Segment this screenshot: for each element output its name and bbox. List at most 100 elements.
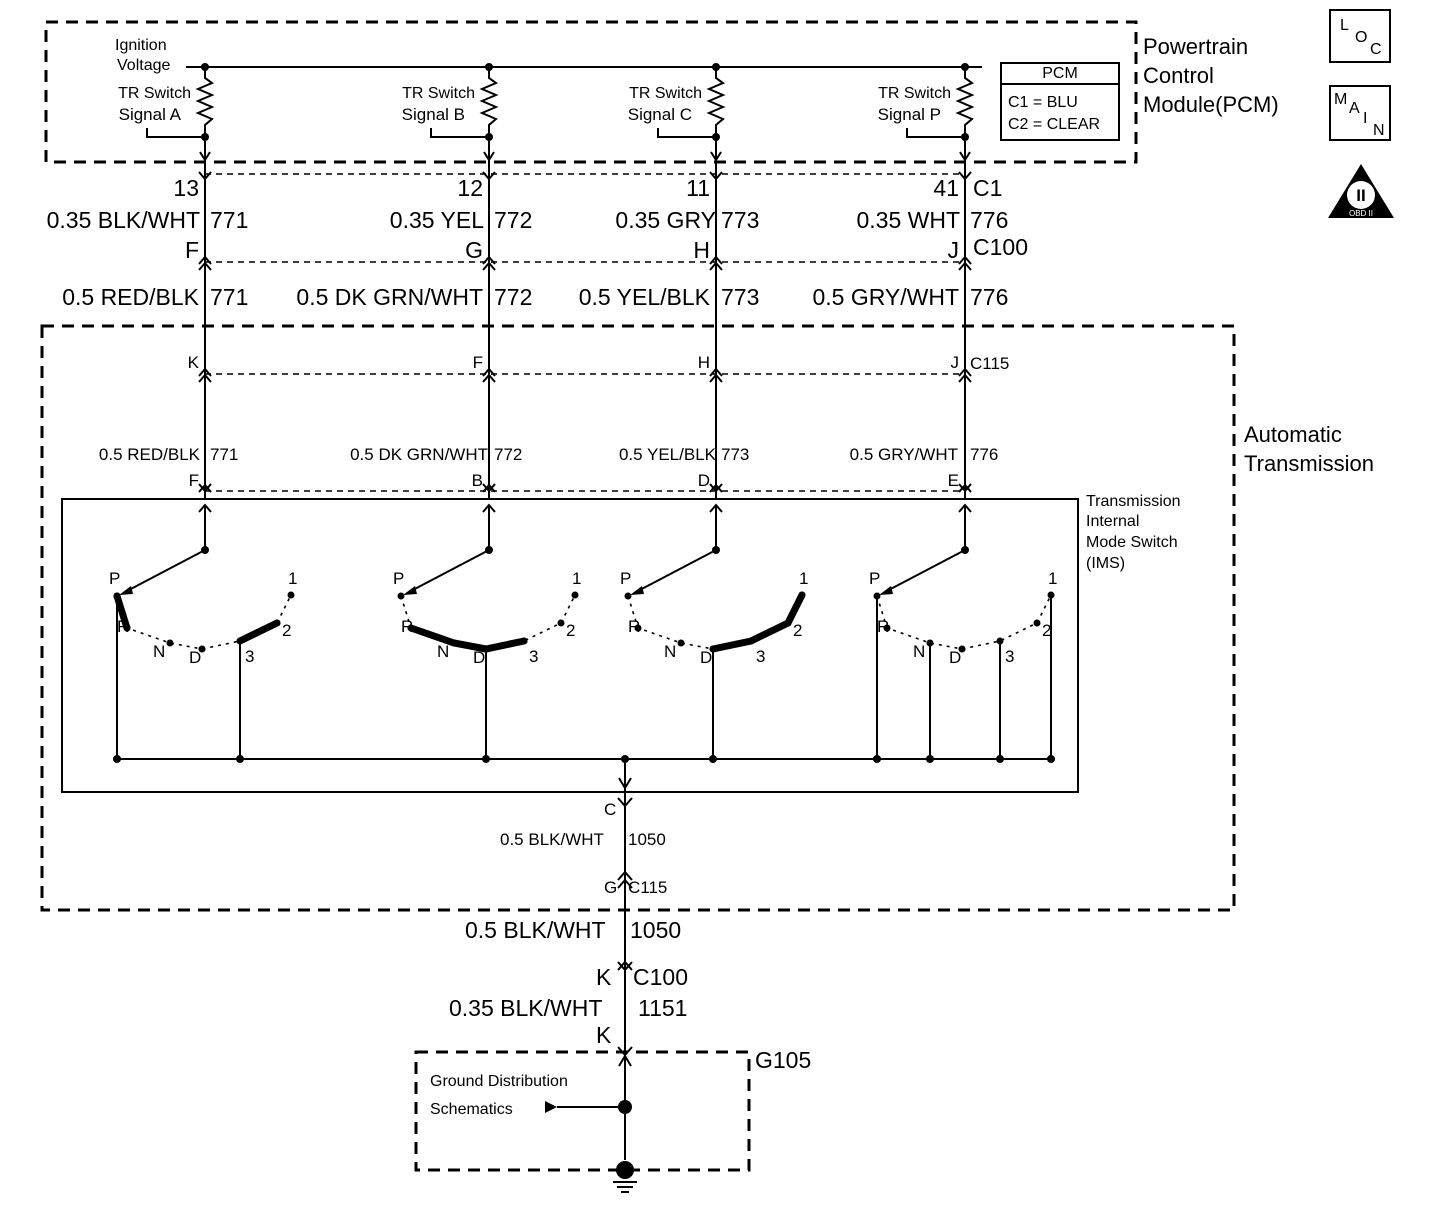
c100-pin: F xyxy=(185,237,199,263)
contact-N xyxy=(166,639,174,647)
ims-wire-color: 0.5 RED/BLK xyxy=(99,445,201,464)
trans-circuit-number: 772 xyxy=(494,284,532,310)
ground-dist-arrow-icon xyxy=(545,1101,557,1113)
splice-dot xyxy=(618,1100,632,1114)
position-label-D: D xyxy=(189,648,201,667)
ignition-label-2: Voltage xyxy=(117,57,170,74)
pcm-circuit-number: 772 xyxy=(494,207,532,233)
resistor xyxy=(955,67,975,137)
contact-R xyxy=(883,624,891,632)
pcm-legend-box xyxy=(1000,62,1120,141)
pcm-pin: 41 xyxy=(933,175,959,201)
svg-text:OBD II: OBD II xyxy=(1349,209,1373,218)
signal-label-line2: Signal B xyxy=(402,105,465,124)
ims-wire-color: 0.5 YEL/BLK xyxy=(619,445,717,464)
contact-3 xyxy=(520,637,528,645)
pcm-box xyxy=(44,20,1138,164)
contact-R xyxy=(123,624,131,632)
signal-label-line2: Signal A xyxy=(119,105,182,124)
ground-final-circuit: 1151 xyxy=(638,995,687,1021)
svg-text:I: I xyxy=(1363,110,1367,127)
position-label-2: 2 xyxy=(1042,621,1051,640)
svg-text:M: M xyxy=(1334,91,1347,108)
position-label-1: 1 xyxy=(288,569,297,588)
position-label-N: N xyxy=(437,642,449,661)
pcm-legend-c1: C1 = BLU xyxy=(1008,94,1078,111)
main-icon[interactable]: M A I N xyxy=(1329,85,1391,141)
contact-R xyxy=(634,624,642,632)
c115-pin: F xyxy=(473,353,483,372)
svg-text:II: II xyxy=(1356,186,1365,205)
pcm-circuit-number: 771 xyxy=(210,207,248,233)
obd-ii-icon[interactable]: II OBD II xyxy=(1328,164,1394,218)
c100-label: C100 xyxy=(973,234,1028,260)
resistor xyxy=(195,67,215,137)
svg-text:O: O xyxy=(1355,29,1367,46)
c100-pin: J xyxy=(948,237,960,263)
svg-text:N: N xyxy=(1373,122,1385,139)
contact-1 xyxy=(798,591,806,599)
c100-connector-outline xyxy=(205,173,965,263)
pcm-wire-color: 0.35 GRY xyxy=(615,207,716,233)
trans-wire-color: 0.5 YEL/BLK xyxy=(579,284,711,310)
c115-pin: J xyxy=(951,353,960,372)
contact-1 xyxy=(287,591,295,599)
ims-circuit-number: 773 xyxy=(721,445,749,464)
contact-2 xyxy=(557,619,565,627)
c100-pin: H xyxy=(693,237,710,263)
position-label-P: P xyxy=(393,569,404,588)
resistor xyxy=(706,67,726,137)
pcm-wire-color: 0.35 YEL xyxy=(390,207,484,233)
signal-label-line1: TR Switch xyxy=(118,85,191,102)
trans-wire-color: 0.5 GRY/WHT xyxy=(812,284,959,310)
ground-final-pin: K xyxy=(596,1022,612,1048)
trans-circuit-number: 773 xyxy=(721,284,759,310)
pcm-pin: 13 xyxy=(173,175,199,201)
position-label-P: P xyxy=(620,569,631,588)
c100-pin: G xyxy=(465,237,483,263)
position-label-3: 3 xyxy=(1005,647,1014,666)
g105-box xyxy=(414,1050,751,1172)
position-label-R: R xyxy=(401,617,413,636)
position-label-3: 3 xyxy=(245,647,254,666)
c115-pin: H xyxy=(698,353,710,372)
position-label-N: N xyxy=(664,642,676,661)
trans-circuit-number: 771 xyxy=(210,284,248,310)
ims-label-2: Internal xyxy=(1086,513,1139,530)
ims-circuit-number: 772 xyxy=(494,445,522,464)
ground-c100-pin: K xyxy=(596,964,612,990)
loc-icon[interactable]: L O C xyxy=(1329,9,1391,63)
ims-ground-arrow xyxy=(618,777,632,790)
pcm-legend-title: PCM xyxy=(1042,65,1078,82)
position-label-R: R xyxy=(628,617,640,636)
signal-label-line1: TR Switch xyxy=(402,85,475,102)
position-label-2: 2 xyxy=(793,621,802,640)
pcm-pin: 12 xyxy=(457,175,483,201)
pcm-wire-color: 0.35 WHT xyxy=(856,207,960,233)
position-label-N: N xyxy=(913,642,925,661)
contact-2 xyxy=(273,619,281,627)
ims-circuit-number: 776 xyxy=(970,445,998,464)
ground-dist-label-1[interactable]: Ground Distribution xyxy=(430,1073,568,1090)
position-label-1: 1 xyxy=(799,569,808,588)
contact-2 xyxy=(784,619,792,627)
signal-label-line2: Signal P xyxy=(878,105,941,124)
signal-label-line1: TR Switch xyxy=(629,85,702,102)
ground-final-wire: 0.35 BLK/WHT xyxy=(449,995,602,1021)
position-label-2: 2 xyxy=(282,621,291,640)
ims-label-4: (IMS) xyxy=(1086,555,1125,572)
ground-ims-pin: C xyxy=(604,800,616,819)
ground-point xyxy=(616,1161,634,1179)
transmission-box xyxy=(40,324,1236,912)
g105-label: G105 xyxy=(755,1047,811,1073)
ground-dist-label-2[interactable]: Schematics xyxy=(430,1101,513,1118)
pcm-circuit-number: 773 xyxy=(721,207,759,233)
ims-label-3: Mode Switch xyxy=(1086,534,1178,551)
